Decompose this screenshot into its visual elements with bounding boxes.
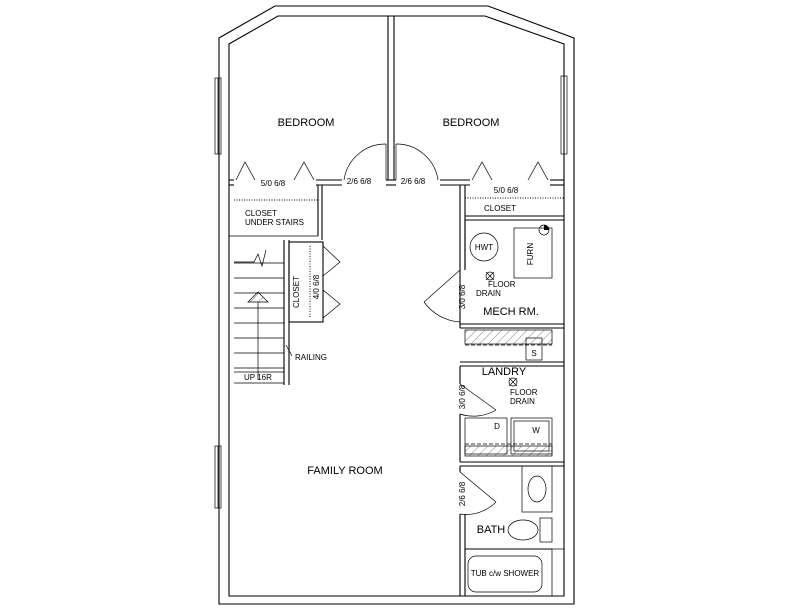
room-label-closet-right: CLOSET — [484, 204, 516, 213]
fixture-washer: W — [532, 426, 540, 435]
dim-bath-door: 2/6 6/8 — [458, 481, 467, 506]
mech-room-structure — [423, 220, 564, 329]
room-label-family-room: FAMILY ROOM — [307, 465, 382, 477]
dim-closet-vertical-door: 4/0 6/8 — [312, 274, 321, 299]
bedroom-walls — [229, 16, 564, 186]
room-label-closet-stairs-1: CLOSET — [245, 209, 277, 218]
dim-laundry-door: 3/0 6/8 — [458, 384, 467, 409]
stairs-railing-label: RAILING — [295, 353, 327, 362]
bifold-doors — [235, 161, 549, 181]
room-label-mech-room: MECH RM. — [483, 306, 539, 318]
bedroom-left-door — [343, 143, 387, 181]
room-label-closet-vertical: CLOSET — [292, 276, 301, 308]
fixture-tub: TUB c/w SHOWER — [471, 569, 540, 578]
fixture-furnace: FURN — [526, 243, 535, 265]
labels: BEDROOM BEDROOM FAMILY ROOM MECH RM. LAN… — [244, 117, 540, 578]
fixture-dryer: D — [494, 422, 500, 431]
windows — [214, 75, 568, 509]
room-label-closet-stairs-2: UNDER STAIRS — [245, 218, 304, 227]
bedroom-right-door — [395, 143, 439, 181]
fixture-floor-drain-1a: FLOOR — [488, 280, 516, 289]
fixture-hwt: HWT — [475, 243, 493, 252]
closet-under-stairs — [229, 185, 323, 240]
dim-bed-left-closet: 5/0 6/8 — [261, 179, 286, 188]
fixture-sink: S — [531, 349, 536, 358]
stairs-up-label: UP 16R — [244, 373, 272, 382]
stairs — [234, 240, 293, 385]
fixture-floor-drain-1b: DRAIN — [476, 289, 501, 298]
fixture-floor-drain-2a: FLOOR — [510, 388, 538, 397]
laundry-structure — [459, 329, 564, 467]
room-label-bath: BATH — [477, 524, 506, 536]
closet-vertical-structure — [288, 241, 341, 323]
bath-structure — [459, 465, 565, 597]
dim-bed-left-door: 2/6 6/8 — [347, 177, 372, 186]
fixture-floor-drain-2b: DRAIN — [510, 397, 535, 406]
room-label-bedroom-right: BEDROOM — [443, 117, 500, 129]
dim-bed-right-closet: 5/0 6/8 — [494, 186, 519, 195]
dim-bed-right-door: 2/6 6/8 — [401, 177, 426, 186]
exterior-walls — [218, 5, 575, 605]
dim-mech-door: 3/0 6/8 — [458, 284, 467, 309]
room-label-laundry: LANDRY — [482, 366, 527, 378]
room-label-bedroom-left: BEDROOM — [278, 117, 335, 129]
